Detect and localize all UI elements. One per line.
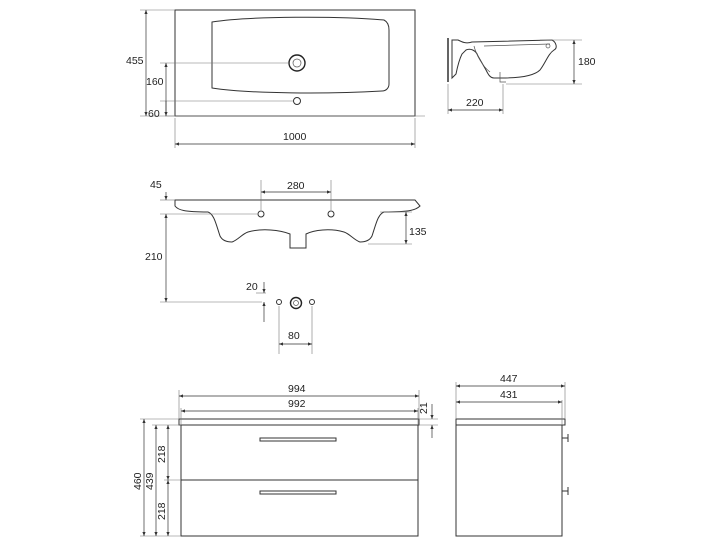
cabinet-front: 994 992 21 460 439 218 218: [132, 383, 438, 537]
drawer-bottom-handle: [259, 490, 337, 495]
dim-447: 447: [500, 373, 518, 385]
dim-218-top: 218: [156, 445, 168, 463]
hole-detail: 20 80: [246, 281, 315, 354]
dim-460: 460: [132, 472, 144, 490]
bowl-outline: [211, 16, 390, 94]
hole-center-outer: [289, 296, 303, 310]
tap-hole: [293, 97, 301, 105]
top-view: 455 160 60 1000: [126, 9, 425, 148]
cabinet-side: 447 431: [455, 373, 569, 537]
dim-60: 60: [148, 108, 160, 120]
drain-inner: [292, 58, 302, 68]
hole-right: [309, 299, 315, 305]
hole-center-inner: [293, 300, 299, 306]
dim-210: 210: [145, 251, 163, 263]
hole-left: [276, 299, 282, 305]
dim-160: 160: [146, 76, 164, 88]
cabinet-side-body: [455, 424, 563, 537]
dim-21: 21: [418, 402, 430, 414]
dim-20: 20: [246, 281, 258, 293]
dim-180: 180: [578, 56, 596, 68]
dim-280: 280: [287, 180, 305, 192]
dim-994: 994: [288, 383, 306, 395]
dim-218-bottom: 218: [156, 502, 168, 520]
dim-80: 80: [288, 330, 300, 342]
front-section-outline: [174, 199, 421, 249]
dim-45: 45: [150, 179, 162, 191]
dim-135: 135: [409, 226, 427, 238]
drawer-top-handle: [259, 437, 337, 442]
front-section: 280 45 210 135: [145, 179, 427, 303]
dim-220: 220: [466, 97, 484, 109]
dim-1000: 1000: [283, 131, 307, 143]
dim-992: 992: [288, 398, 306, 410]
drain-outer: [288, 54, 306, 72]
dim-455: 455: [126, 55, 144, 67]
dim-439: 439: [144, 472, 156, 490]
basin-top-edge: [178, 418, 420, 426]
dim-431: 431: [500, 389, 518, 401]
cabinet-side-top: [455, 418, 566, 426]
side-profile: 180 220: [447, 38, 596, 114]
